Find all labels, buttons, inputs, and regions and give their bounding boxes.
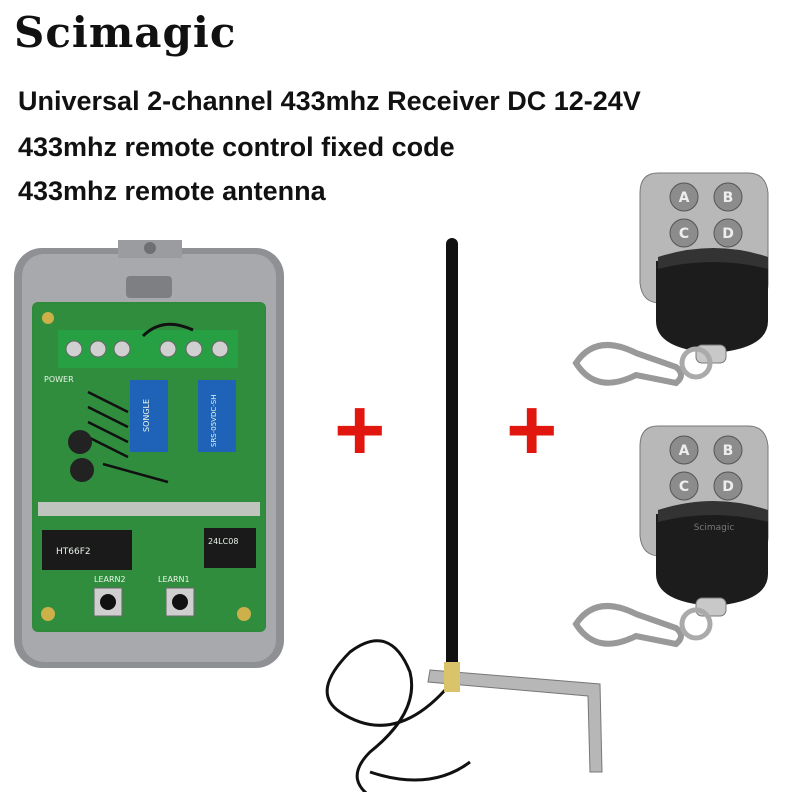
plus-sign: + — [334, 380, 386, 479]
plus-sign: + — [506, 380, 558, 479]
antenna-bracket — [427, 662, 603, 773]
ic-chip — [204, 528, 256, 568]
relay-spec: SRS-05VDC-SH — [210, 395, 218, 447]
ic-label: 24LC08 — [208, 537, 238, 546]
brand-logo: Scimagic — [14, 8, 237, 57]
silk-learn2: LEARN2 — [94, 575, 126, 584]
receiver-unit: SONGLE SRS-05VDC-SH HT66F2 24LC08 POWER … — [14, 240, 284, 668]
remote-button-a[interactable]: A — [679, 190, 690, 206]
remote-button-c[interactable]: C — [679, 479, 689, 495]
headline-antenna: 433mhz remote antenna — [18, 176, 326, 206]
remote-button-c[interactable]: C — [679, 226, 689, 242]
ic-chip — [42, 530, 132, 570]
learn-button-s2[interactable] — [93, 587, 123, 617]
headline-remote: 433mhz remote control fixed code — [18, 132, 455, 162]
relay-label: SONGLE — [142, 399, 151, 432]
remote-button-b[interactable]: B — [723, 190, 734, 206]
relay-2 — [198, 380, 236, 452]
ic-label: HT66F2 — [56, 547, 91, 557]
relay-1 — [130, 380, 168, 452]
remote-logo: Scimagic — [694, 523, 735, 533]
capacitor — [68, 430, 92, 454]
remote-button-d[interactable]: D — [722, 479, 734, 495]
headline-receiver: Universal 2-channel 433mhz Receiver DC 1… — [18, 86, 641, 116]
remote-button-d[interactable]: D — [722, 226, 734, 242]
remote-button-a[interactable]: A — [679, 443, 690, 459]
screw-terminal-block — [58, 330, 238, 368]
remote-button-b[interactable]: B — [723, 443, 734, 459]
remote-control-bottom: A B C D Scimagic — [572, 425, 769, 648]
silk-learn1: LEARN1 — [158, 575, 190, 584]
remote-control-top: A B C D — [572, 172, 769, 387]
antenna — [325, 238, 603, 792]
capacitor — [70, 458, 94, 482]
silk-power: POWER — [44, 375, 74, 384]
